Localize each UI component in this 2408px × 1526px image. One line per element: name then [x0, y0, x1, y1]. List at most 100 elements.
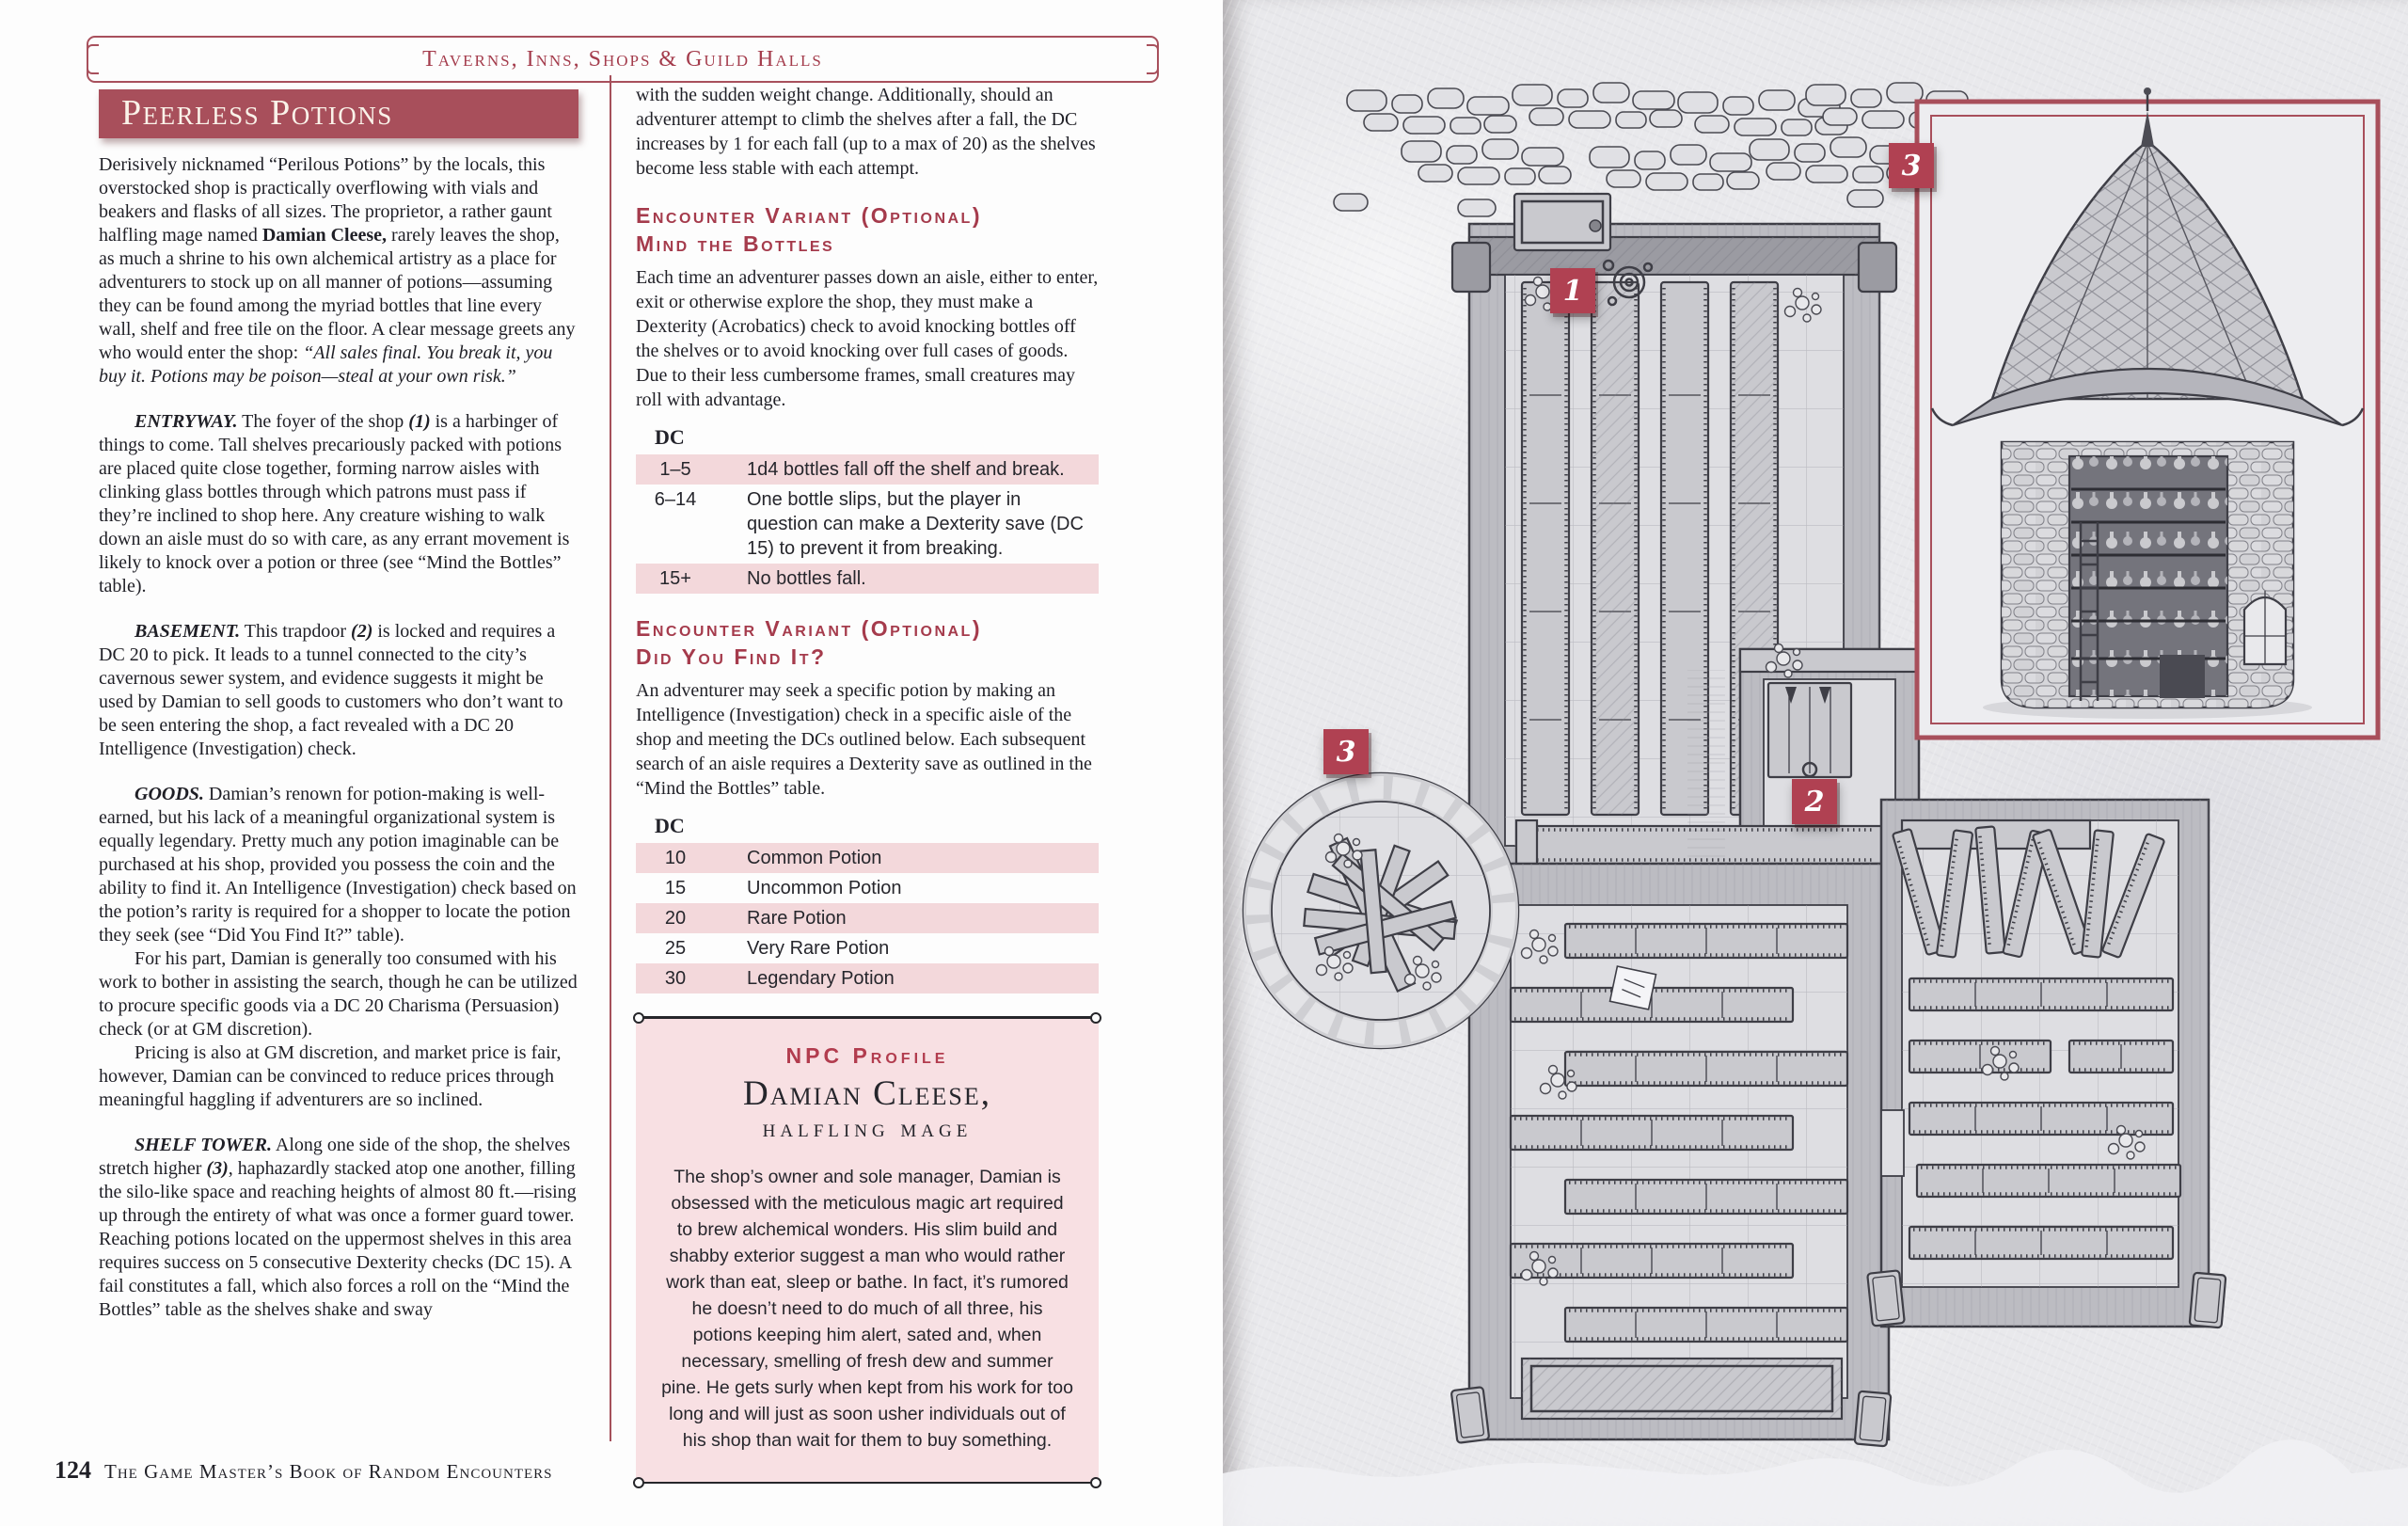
dc-cell: 10 [664, 848, 687, 868]
article-title-banner: Peerless Potions [99, 89, 578, 138]
table-header-dc: DC [655, 425, 685, 449]
map-room-side [1866, 798, 2227, 1329]
npc-name-inline: Damian Cleese, [261, 225, 388, 246]
tower-roof [1930, 87, 2365, 427]
map-paper-note [1608, 965, 1657, 1010]
dc-cell: 30 [664, 968, 687, 989]
npc-profile-subtitle: halfling mage [762, 1113, 973, 1142]
column-left: Peerless Potions Derisively nicknamed “P… [99, 89, 578, 1343]
map-entry-door [1513, 192, 1612, 252]
variant-kicker: Encounter Variant (Optional) [636, 616, 982, 641]
marker-label: 3 [1336, 735, 1356, 769]
table-row: 15+ No bottles fall. [636, 564, 1099, 594]
run: rarely leaves the shop, as much a shrine… [99, 225, 576, 363]
column-right: with the sudden weight change. Additiona… [633, 83, 1101, 1487]
result-cell: Common Potion [747, 848, 882, 868]
table-row: 30 Legendary Potion [636, 963, 1099, 993]
run-label: ENTRYWAY. [135, 411, 238, 432]
marker-label: 1 [1562, 274, 1583, 308]
paragraph-entryway: ENTRYWAY. The foyer of the shop (1) is a… [99, 410, 578, 598]
dc-cell: 15+ [659, 568, 691, 589]
run: is a harbinger of things to come. Tall s… [99, 411, 570, 596]
shop-sign-quote: “All sales final. You break it, you buy … [99, 342, 553, 387]
run: Pricing is also at GM discretion, and ma… [99, 1042, 562, 1110]
dc-cell: 20 [664, 908, 687, 929]
run: For his part, Damian is generally too co… [99, 948, 578, 1040]
doorway-between-rooms [1880, 1109, 1905, 1177]
run: is locked and requires a DC 20 to pick. … [99, 621, 563, 759]
result-cell: Rare Potion [747, 908, 847, 929]
marker-label: 3 [1901, 149, 1922, 183]
paragraph-shelf-tower: SHELF TOWER. Along one side of the shop,… [99, 1134, 578, 1322]
map-ref-2: (2) [351, 621, 373, 642]
paper-bottom-edge [1223, 1439, 2408, 1526]
npc-profile-name: Damian Cleese, [743, 1073, 991, 1113]
run: , haphazardly stacked atop one another, … [99, 1158, 577, 1320]
map-marker-2: 2 [1792, 779, 1837, 824]
npc-profile-kicker: NPC Profile [785, 1042, 949, 1068]
shop-map-illustration [1223, 82, 2408, 1526]
tower-cutaway [2067, 454, 2229, 701]
run: The foyer of the shop [237, 411, 409, 432]
marker-label: 2 [1804, 785, 1825, 819]
run-label: GOODS. [135, 784, 204, 804]
npc-profile-description: The shop’s owner and sole manager, Damia… [661, 1166, 1073, 1451]
gear-decoration [1602, 259, 1654, 307]
paragraph-continuation: with the sudden weight change. Additiona… [636, 85, 1096, 179]
variant-heading-mind-the-bottles: Encounter Variant (Optional) Mind the Bo… [636, 201, 1099, 258]
run: Derisively nicknamed “Perilous Potions” … [99, 154, 552, 246]
map-marker-1: 1 [1550, 268, 1595, 313]
table-row: 20 Rare Potion [636, 903, 1099, 933]
page-footer: 124 The Game Master’s Book of Random Enc… [55, 1456, 553, 1485]
tower-window [2242, 591, 2288, 666]
chapter-title: Taverns, Inns, Shops & Guild Halls [422, 46, 823, 72]
map-marker-3-inset: 3 [1889, 143, 1934, 188]
run-label: BASEMENT. [135, 621, 241, 642]
map-rubble-wall [1333, 82, 1976, 217]
map-room-main [1450, 862, 1893, 1448]
variant-kicker: Encounter Variant (Optional) [636, 203, 982, 228]
paragraph-goods-2: For his part, Damian is generally too co… [99, 947, 578, 1041]
npc-profile-box: NPC Profile Damian Cleese, halfling mage… [633, 1012, 1101, 1487]
variant-body: An adventurer may seek a specific potion… [636, 680, 1092, 799]
paragraph-intro: Derisively nicknamed “Perilous Potions” … [99, 153, 578, 389]
result-cell: 1d4 bottles fall off the shelf and break… [747, 459, 1065, 480]
paragraph-basement: BASEMENT. This trapdoor (2) is locked an… [99, 620, 578, 761]
dc-cell: 15 [664, 878, 687, 898]
fallen-planks [1303, 836, 1459, 993]
map-marker-3: 3 [1323, 729, 1369, 774]
book-page-left: Taverns, Inns, Shops & Guild Halls Peerl… [55, 36, 1159, 1487]
book-title: The Game Master’s Book of Random Encount… [104, 1460, 553, 1483]
npc-profile-content: NPC Profile Damian Cleese, halfling mage… [636, 1018, 1099, 1482]
paragraph-goods: GOODS. Damian’s renown for potion-making… [99, 783, 578, 947]
result-cell: One bottle slips, but the player in ques… [747, 489, 1084, 559]
tower-ladder [2079, 522, 2099, 701]
result-cell: No bottles fall. [747, 568, 866, 589]
decorative-rule-bottom [633, 1477, 1101, 1487]
column-divider-rule [610, 75, 611, 1441]
map-shelf-tower [1242, 771, 1520, 1050]
variant-title: Did You Find It? [636, 644, 827, 669]
tower-door-opening [2160, 655, 2205, 698]
page-number: 124 [55, 1456, 91, 1484]
run: This trapdoor [240, 621, 352, 642]
decorative-rule-top [633, 1012, 1101, 1023]
paragraph-goods-3: Pricing is also at GM discretion, and ma… [99, 1041, 578, 1112]
map-trapdoor [1766, 681, 1853, 779]
result-cell: Legendary Potion [747, 968, 895, 989]
variant-body: Each time an adventurer passes down an a… [636, 267, 1099, 410]
map-ref-3: (3) [206, 1158, 229, 1179]
map-crate [1520, 1357, 1844, 1421]
map-ref-1: (1) [408, 411, 431, 432]
run-label: SHELF TOWER. [135, 1135, 272, 1155]
chapter-header-banner: Taverns, Inns, Shops & Guild Halls [87, 36, 1159, 83]
table-row: 10 Common Potion [636, 843, 1099, 873]
run: Damian’s renown for potion-making is wel… [99, 784, 577, 946]
article-title: Peerless Potions [121, 93, 393, 133]
